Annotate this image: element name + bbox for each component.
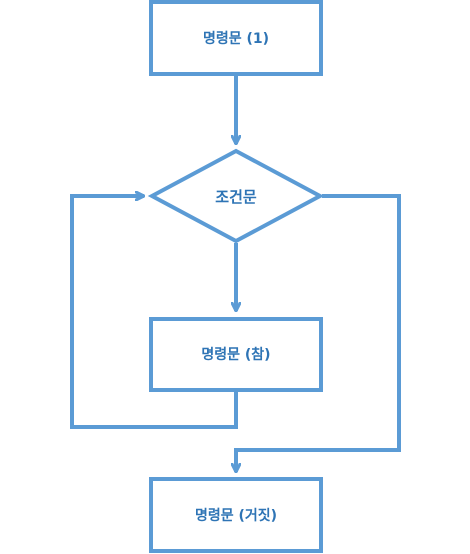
condition-label: 조건문 xyxy=(215,188,257,206)
condition-diamond xyxy=(147,148,325,244)
statement-true-label: 명령문 (참) xyxy=(201,346,270,363)
false-branch-arrow xyxy=(236,194,401,472)
condition-node: 조건문 xyxy=(147,148,325,244)
statement-false-box xyxy=(149,477,323,553)
statement-false-node: 명령문 (거짓) xyxy=(149,477,323,553)
loop-back-arrow xyxy=(70,196,238,429)
statement-1-node: 명령문 (1) xyxy=(149,0,323,76)
statement-1-box xyxy=(149,0,323,76)
statement-1-label: 명령문 (1) xyxy=(203,30,269,47)
statement-true-node: 명령문 (참) xyxy=(149,317,323,392)
statement-false-label: 명령문 (거짓) xyxy=(195,507,277,524)
statement-true-box xyxy=(149,317,323,392)
